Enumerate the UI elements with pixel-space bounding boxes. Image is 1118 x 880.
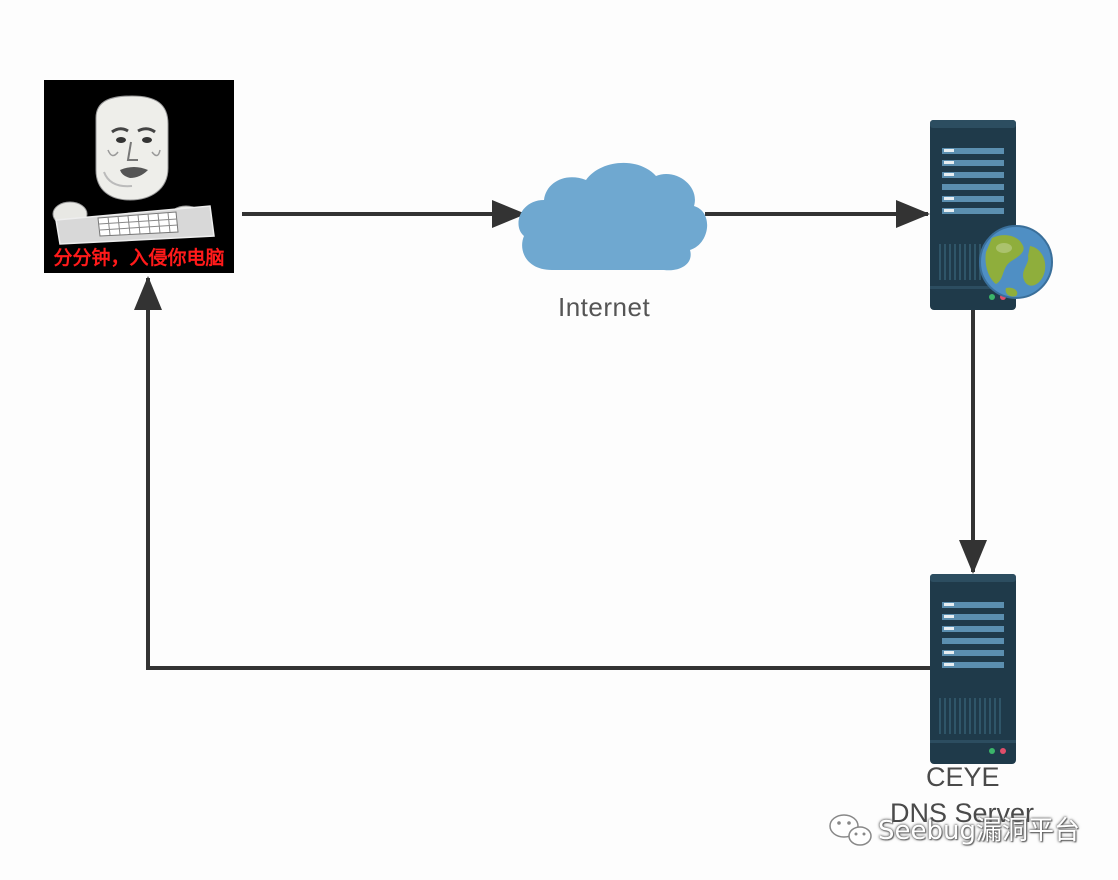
watermark: Seebug漏洞平台 [826, 808, 1080, 848]
attacker-node [44, 80, 234, 273]
wechat-icon [829, 814, 872, 846]
globe-icon [979, 225, 1053, 299]
meme-face-keyboard-icon [52, 95, 215, 245]
server-globe-icon [930, 120, 1053, 310]
dns-server-label-line1: CEYE [926, 762, 1000, 792]
edge-dns-server-to-attacker [134, 276, 930, 670]
dns-server-label-line2: DNS Server [890, 798, 1035, 828]
watermark-text: Seebug漏洞平台 [878, 815, 1080, 846]
cloud-icon [518, 162, 708, 271]
attacker-caption: 分分钟，入侵你电脑 [53, 247, 225, 269]
server-icon [930, 574, 1016, 764]
internet-label: Internet [558, 292, 651, 322]
